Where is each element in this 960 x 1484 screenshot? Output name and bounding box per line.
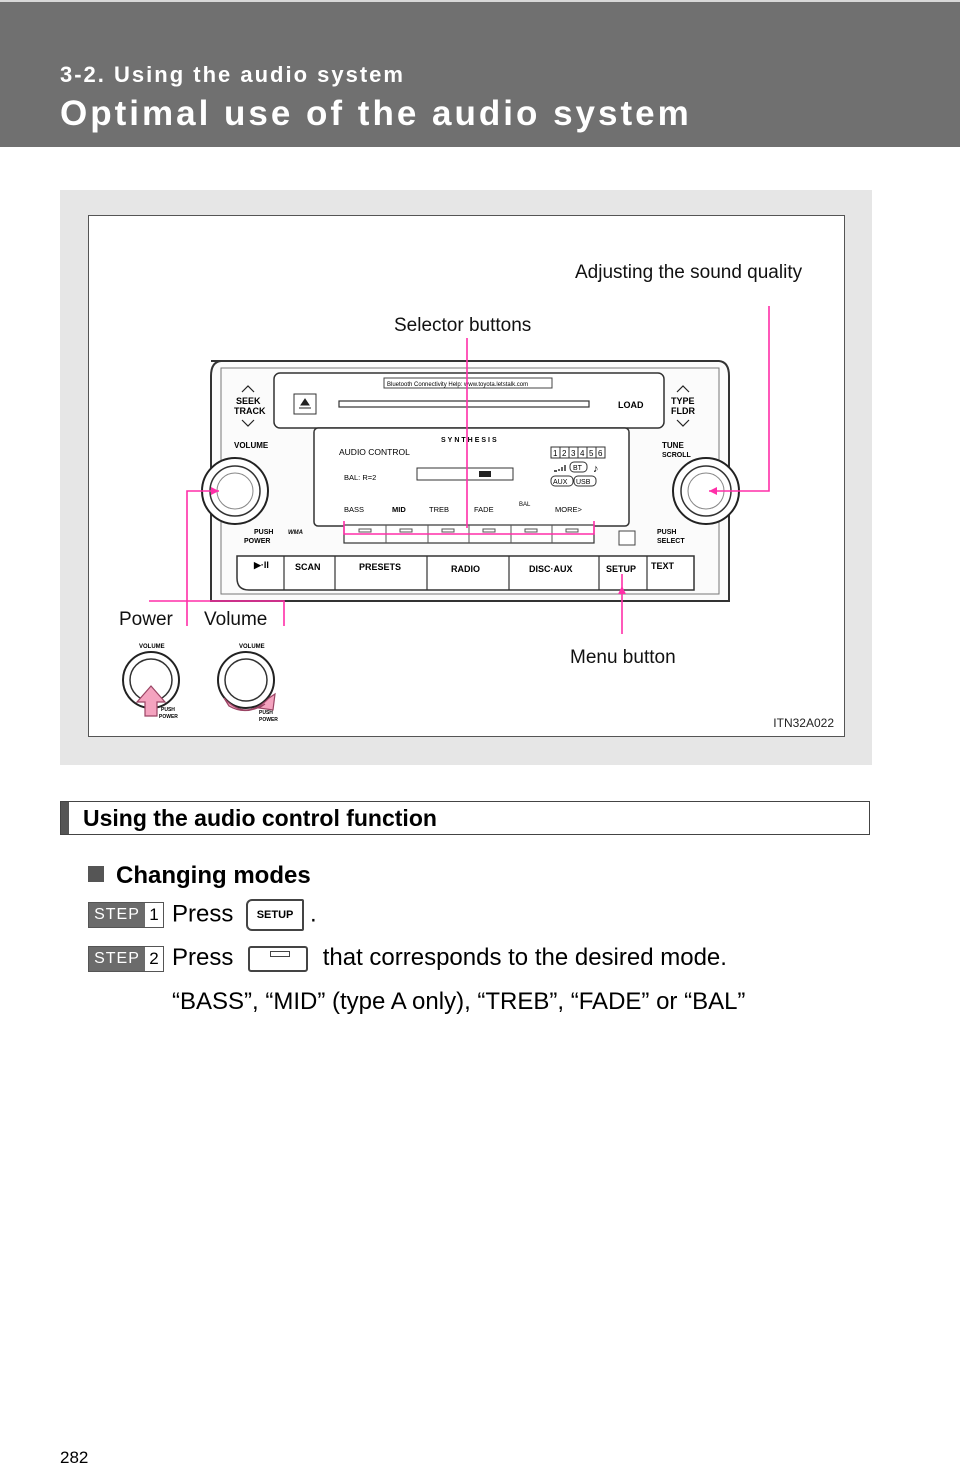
rotate-arrow-icon — [223, 692, 276, 712]
svg-text:5: 5 — [589, 449, 594, 458]
setup-button-icon: SETUP — [246, 899, 305, 931]
synthesis-logo: SYNTHESIS — [441, 437, 499, 444]
signal-icon — [554, 465, 566, 472]
svg-text:VOLUME: VOLUME — [139, 644, 165, 650]
subheading-text: Changing modes — [116, 862, 311, 889]
type-label: TYPE — [671, 396, 695, 406]
svg-text:2: 2 — [562, 449, 567, 458]
aux-indicator: AUX — [553, 479, 568, 486]
callout-power: Power — [119, 609, 173, 630]
bal-value: BAL: R=2 — [344, 473, 376, 482]
scan-label: SCAN — [295, 562, 321, 572]
svg-text:PUSH: PUSH — [259, 710, 273, 716]
svg-text:1: 1 — [553, 449, 558, 458]
radio-label: RADIO — [451, 564, 480, 574]
music-note-icon: ♪ — [593, 463, 599, 475]
wma-logo: WMA — [288, 530, 303, 536]
square-bullet-icon — [88, 866, 104, 882]
callout-menu-button: Menu button — [570, 647, 676, 668]
text-label: TEXT — [651, 561, 675, 571]
track-label: TRACK — [234, 406, 266, 416]
disc-aux-label: DISC·AUX — [529, 564, 573, 574]
seek-label: SEEK — [236, 396, 261, 406]
type-arrows-icon — [676, 385, 690, 427]
callout-selector-buttons: Selector buttons — [394, 315, 532, 336]
svg-text:TREB: TREB — [429, 505, 449, 514]
push-label-right: PUSH — [657, 529, 676, 536]
step-badge-1: STEP 1 — [88, 902, 164, 928]
step-1-text: Press SETUP. — [172, 899, 317, 931]
preset-indicators: 1 2 3 4 5 6 — [550, 446, 606, 459]
push-label-left: PUSH — [254, 529, 273, 536]
svg-text:4: 4 — [580, 449, 585, 458]
volume-label: VOLUME — [234, 441, 269, 450]
setup-label: SETUP — [606, 564, 636, 574]
power-knob-detail: VOLUME PUSH POWER — [122, 644, 180, 720]
svg-text:VOLUME: VOLUME — [239, 644, 265, 650]
page-title: Optimal use of the audio system — [60, 94, 692, 133]
presets-label: PRESETS — [359, 562, 401, 572]
callout-adjusting-sound: Adjusting the sound quality — [575, 262, 803, 283]
select-label-right: SELECT — [657, 538, 685, 545]
selector-button-icon — [248, 945, 309, 972]
bottom-button-row — [236, 555, 695, 591]
svg-text:BAL: BAL — [519, 502, 531, 508]
svg-text:3: 3 — [571, 449, 576, 458]
section-label: 3-2. Using the audio system — [60, 62, 405, 87]
disc-slot — [338, 400, 590, 408]
callout-volume: Volume — [204, 609, 268, 630]
step-badge-2: STEP 2 — [88, 946, 164, 972]
figure-panel: Bluetooth Connectivity Help: www.toyota.… — [60, 190, 872, 765]
volume-knob-detail: VOLUME PUSH POWER — [217, 644, 278, 723]
svg-text:POWER: POWER — [259, 717, 278, 723]
load-label: LOAD — [618, 400, 644, 410]
audio-control-label: AUDIO CONTROL — [339, 447, 410, 457]
tune-label: TUNE — [662, 441, 684, 450]
mode-labels: BASS MID TREB FADE BAL MORE> — [344, 502, 583, 514]
push-arrow-icon — [135, 685, 167, 717]
play-pause-label: ▶·II — [253, 560, 269, 570]
svg-text:PUSH: PUSH — [161, 707, 175, 713]
eject-icon — [299, 398, 311, 409]
svg-text:POWER: POWER — [159, 714, 178, 720]
audio-unit-illustration: Bluetooth Connectivity Help: www.toyota.… — [88, 215, 845, 737]
svg-text:6: 6 — [598, 449, 603, 458]
power-label-left: POWER — [244, 538, 270, 545]
page-header: 3-2. Using the audio system Optimal use … — [0, 0, 960, 147]
usb-indicator: USB — [576, 479, 591, 486]
bluetooth-strip: Bluetooth Connectivity Help: www.toyota.… — [387, 382, 528, 388]
mode-options-note: “BASS”, “MID” (type A only), “TREB”, “FA… — [172, 988, 746, 1015]
audio-unit-drawing: Bluetooth Connectivity Help: www.toyota.… — [122, 306, 770, 723]
page-number: 282 — [60, 1448, 89, 1467]
svg-text:BASS: BASS — [344, 505, 364, 514]
section-heading-text: Using the audio control function — [83, 805, 437, 831]
step-2-text: Press that corresponds to the desired mo… — [172, 944, 727, 972]
callout-lines — [149, 306, 770, 634]
bt-indicator: BT — [573, 465, 583, 472]
svg-text:MORE>: MORE> — [555, 505, 583, 514]
svg-text:MID: MID — [392, 505, 406, 514]
svg-text:FADE: FADE — [474, 505, 494, 514]
seek-arrows-icon — [241, 385, 255, 427]
fldr-label: FLDR — [671, 406, 695, 416]
scroll-label: SCROLL — [662, 452, 692, 459]
figure-code: ITN32A022 — [773, 716, 834, 730]
subheading: Changing modes — [88, 862, 311, 890]
section-heading: Using the audio control function — [60, 801, 870, 835]
